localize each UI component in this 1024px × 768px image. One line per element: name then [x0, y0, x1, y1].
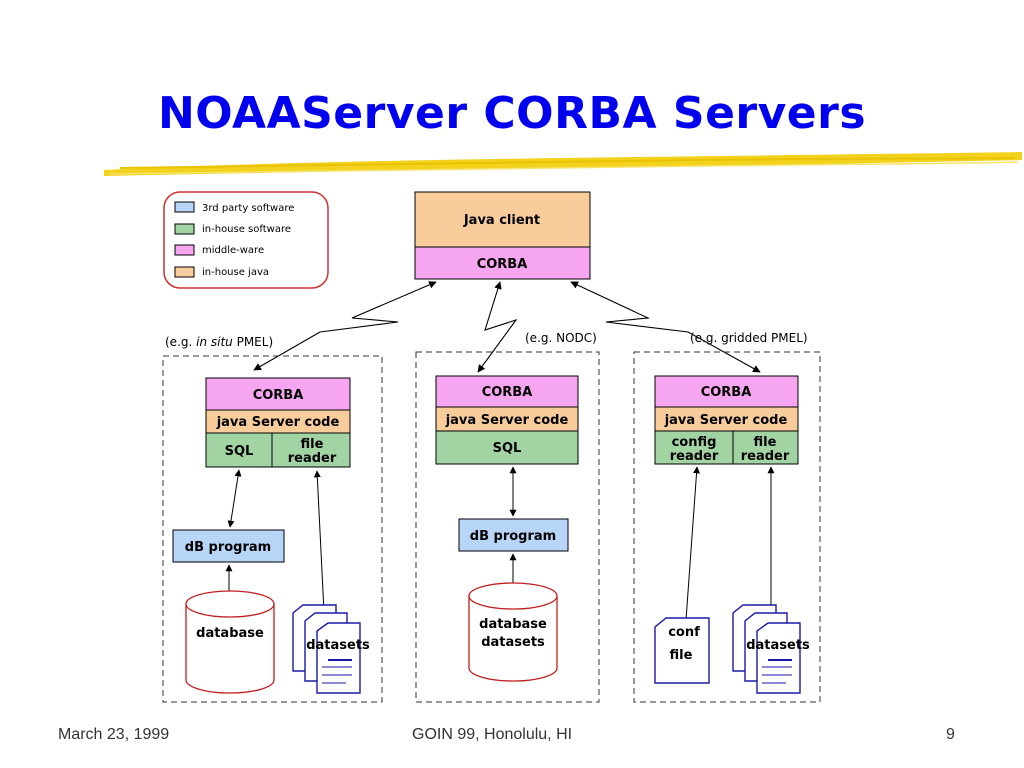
file-reader-label-1: file: [301, 437, 324, 452]
server-container-gridded: [633, 351, 821, 703]
footer-date: March 23, 1999: [58, 726, 170, 743]
sql-label: SQL: [493, 441, 522, 456]
database-label: database: [196, 626, 264, 641]
db-program-box: [172, 529, 285, 563]
slide-title: NOAAServer CORBA Servers: [157, 88, 867, 139]
legend-item-middle-ware: middle-ware: [174, 244, 264, 256]
corba-label: CORBA: [701, 385, 752, 400]
java-client-box: Java client CORBA: [414, 191, 591, 280]
footer-event: GOIN 99, Honolulu, HI: [412, 726, 573, 743]
client-corba-label: CORBA: [477, 257, 528, 272]
server-container-pmel-insitu: [162, 355, 383, 703]
legend-item-third-party: 3rd party software: [174, 201, 294, 214]
caption-nodc: (e.g. NODC): [525, 331, 597, 345]
legend-label-in-house-software: in-house software: [202, 224, 291, 235]
caption-pmel-insitu: (e.g. in situ PMEL): [165, 335, 273, 349]
database-label-1: database: [479, 617, 547, 632]
database-cylinder: [468, 582, 558, 682]
java-server-code-label: java Server code: [445, 413, 569, 428]
java-client-label: Java client: [463, 213, 540, 228]
db-program-label: dB program: [185, 540, 271, 555]
db-program-box: [458, 518, 569, 552]
db-program-label: dB program: [470, 529, 556, 544]
server-container-nodc: [415, 351, 600, 703]
java-server-code-label: java Server code: [216, 415, 340, 430]
legend-label-middle-ware: middle-ware: [202, 245, 264, 256]
corba-label: CORBA: [482, 385, 533, 400]
server-stack-pmel-insitu: CORBA java Server code SQL file reader: [205, 377, 351, 468]
data-flow-arrows: [225, 466, 775, 621]
database-cylinder: [185, 590, 275, 694]
config-reader-label-1: config: [672, 435, 717, 450]
server-stack-gridded: CORBA java Server code config reader fil…: [654, 375, 799, 465]
datasets-document-stack: [292, 604, 361, 694]
caption-gridded: (e.g. gridded PMEL): [690, 331, 808, 345]
server-stack-nodc: CORBA java Server code SQL: [435, 375, 579, 465]
corba-label: CORBA: [253, 388, 304, 403]
conf-label: conf: [668, 625, 700, 640]
database-label-2: datasets: [481, 635, 545, 650]
conf-file-document: [654, 617, 710, 684]
config-reader-label-2: reader: [670, 449, 719, 464]
title-underline-highlight: [104, 152, 1022, 176]
datasets-label: datasets: [306, 638, 370, 653]
java-server-code-label: java Server code: [664, 413, 788, 428]
legend-item-in-house-java: in-house java: [174, 266, 269, 278]
network-links: [253, 281, 761, 373]
file-reader-label-2: reader: [288, 451, 337, 466]
file-reader-label-2: reader: [741, 449, 790, 464]
file-reader-label-1: file: [754, 435, 777, 450]
footer-page-number: 9: [946, 726, 955, 743]
file-label: file: [670, 648, 693, 663]
sql-label: SQL: [225, 444, 254, 459]
legend-item-in-house-software: in-house software: [174, 223, 291, 235]
legend: 3rd party software in-house software mid…: [163, 191, 329, 289]
datasets-label: datasets: [746, 638, 810, 653]
legend-label-in-house-java: in-house java: [202, 267, 269, 278]
legend-label-third-party: 3rd party software: [202, 203, 294, 214]
datasets-document-stack: [732, 604, 801, 694]
